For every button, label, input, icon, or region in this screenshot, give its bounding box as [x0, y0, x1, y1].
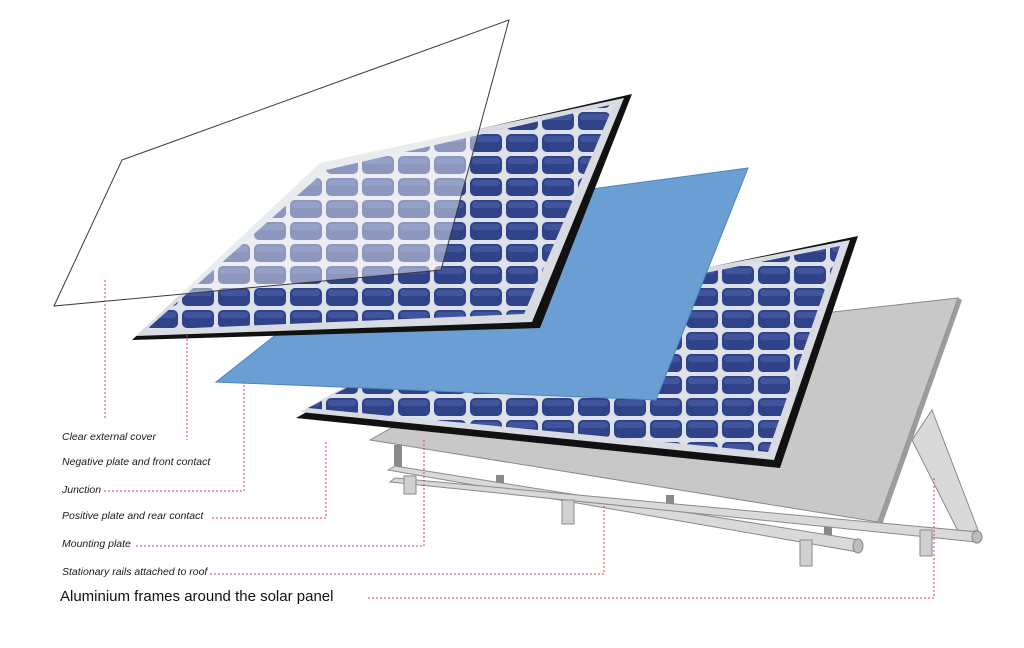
label-aluminium-frames: Aluminium frames around the solar panel: [60, 588, 334, 605]
leader-line-positive-plate: [212, 440, 327, 519]
stationary-rails: [386, 465, 983, 567]
leader-line-stationary-rails: [210, 505, 605, 575]
leader-line-aluminium-frames: [368, 476, 935, 599]
leader-line-junction: [104, 380, 245, 492]
label-mounting-plate: Mounting plate: [62, 538, 131, 550]
negative-plate: [132, 94, 632, 340]
clear-external-cover: [53, 19, 510, 307]
label-junction: Junction: [62, 484, 102, 496]
label-clear-external-cover: Clear external cover: [62, 431, 156, 443]
label-positive-plate: Positive plate and rear contact: [62, 510, 204, 522]
leader-lines: [104, 280, 935, 599]
leader-line-mounting-plate: [136, 440, 425, 547]
label-negative-plate: Negative plate and front contact: [62, 456, 211, 468]
label-stationary-rails: Stationary rails attached to roof: [62, 566, 208, 578]
